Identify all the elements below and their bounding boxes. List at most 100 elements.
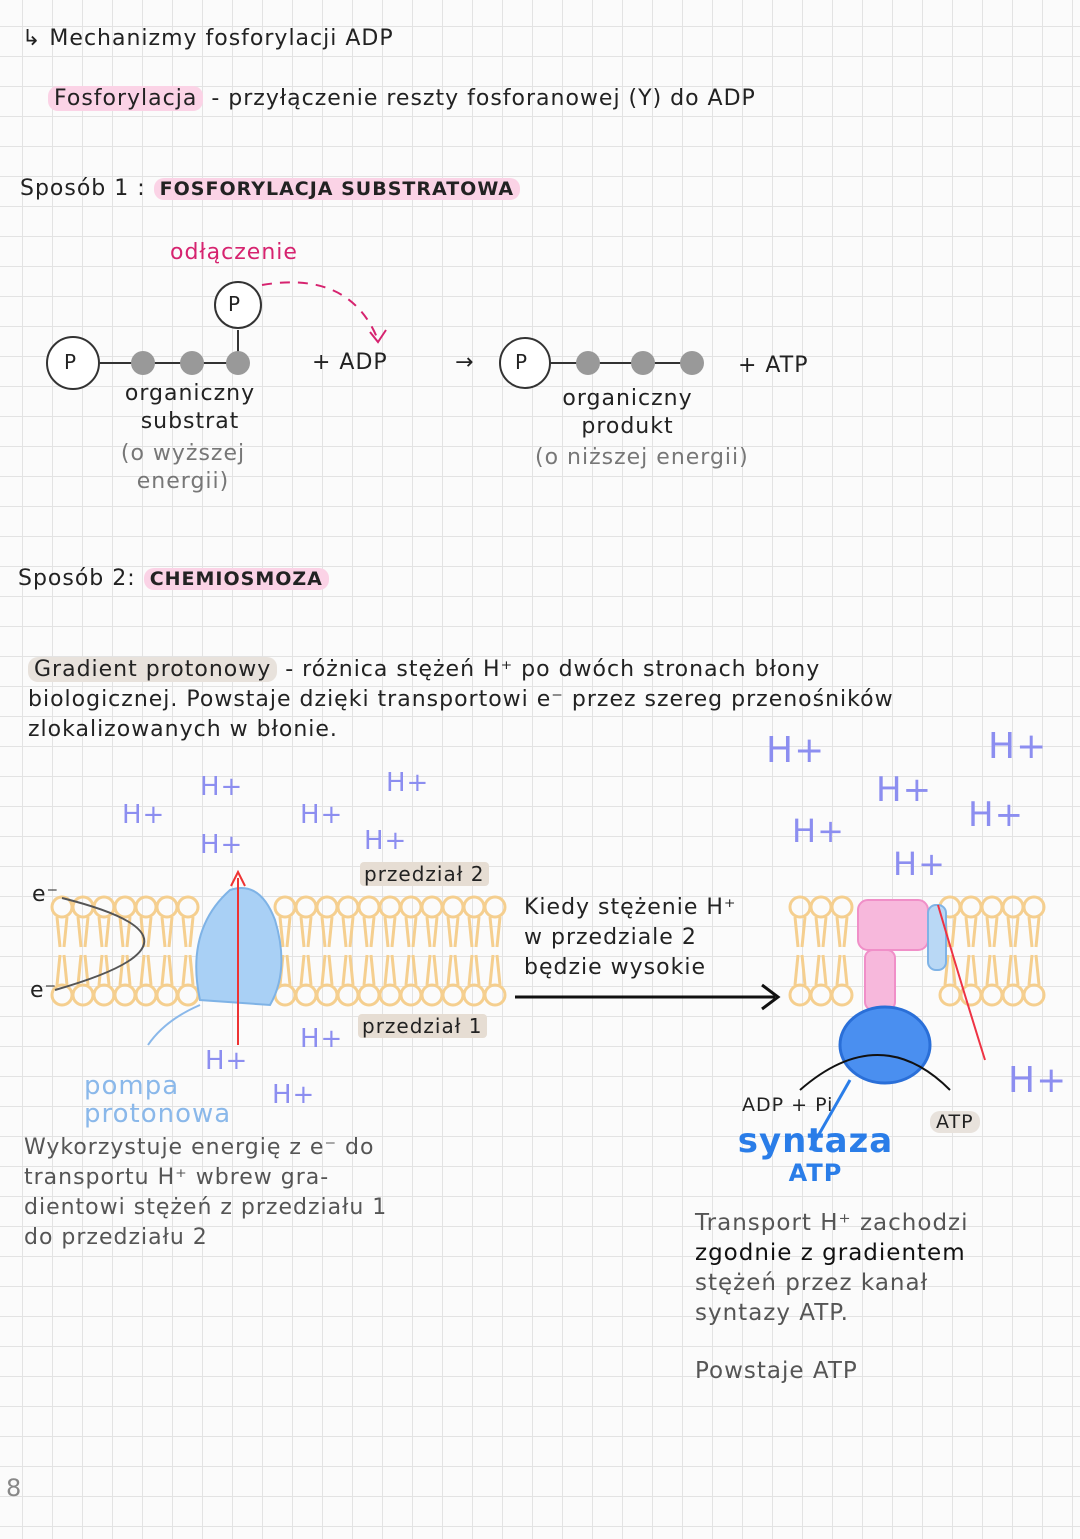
membrane <box>50 895 1046 1007</box>
lipid-tail <box>488 916 502 948</box>
lipid-tail <box>446 954 460 986</box>
definition-text: - przyłączenie reszty fosforanowej (Y) d… <box>211 86 756 111</box>
lipid-tail <box>835 916 849 948</box>
page-heading: ↳ Mechanizmy fosforylacji ADP <box>22 26 394 51</box>
lipid-tail <box>1006 954 1020 986</box>
lipid-head <box>113 983 137 1007</box>
proton-label: H+ <box>364 826 408 856</box>
synthase-label-line: syntaza <box>737 1121 894 1161</box>
lipid-head <box>134 895 158 919</box>
lipid-head <box>92 983 116 1007</box>
proton-label: H+ <box>876 770 933 810</box>
lipid-head <box>378 983 402 1007</box>
lipid-tail <box>97 916 111 948</box>
lipid-tail <box>55 916 69 948</box>
method-2-name: CHEMIOSMOZA <box>143 568 329 590</box>
lipid-head <box>357 895 381 919</box>
lipid-tail <box>793 954 807 986</box>
electron-label: e⁻ <box>32 882 60 907</box>
pump-desc-line: Wykorzystuje energię z e⁻ do <box>24 1135 375 1160</box>
method-1-name: FOSFORYLACJA SUBSTRATOWA <box>153 178 521 200</box>
compartment-2-label: przedział 2 <box>360 862 489 886</box>
synthase-label-line: ATP <box>788 1159 843 1187</box>
proton-label: H+ <box>386 768 430 798</box>
product-molecule <box>499 337 704 389</box>
definition-2: Gradient protonowy - różnica stężeń H⁺ p… <box>28 655 894 745</box>
lipid-tail <box>1027 916 1041 948</box>
atp-product-label: ATP <box>930 1111 980 1133</box>
pump-desc-line: do przedziału 2 <box>24 1225 208 1250</box>
proton-label: H+ <box>122 800 166 830</box>
proton-label: H+ <box>968 795 1025 835</box>
lipid-tail <box>341 916 355 948</box>
lipid-tail <box>985 916 999 948</box>
lipid-head <box>788 983 812 1007</box>
lipid-head <box>315 895 339 919</box>
phosphate-substrate: P <box>64 350 78 374</box>
method-2-label: Sposób 2: <box>18 566 136 591</box>
lipid-head <box>113 895 137 919</box>
lipid-tail <box>814 916 828 948</box>
lipid-head <box>809 983 833 1007</box>
lipid-tail <box>362 916 376 948</box>
lipid-tail <box>278 916 292 948</box>
lipid-tail <box>404 916 418 948</box>
definition-2-line: zlokalizowanych w błonie. <box>28 717 338 742</box>
synthase-label: syntaza ATP <box>728 1121 903 1189</box>
method-1: Sposób 1 : FOSFORYLACJA SUBSTRATOWA <box>20 176 521 201</box>
pump-label: pompa protonowa <box>84 1071 232 1129</box>
lipid-head <box>1001 895 1025 919</box>
lipid-tail <box>139 916 153 948</box>
atp-synthase-shape <box>838 899 947 1085</box>
lipid-tail <box>320 954 334 986</box>
lipid-head <box>176 895 200 919</box>
lipid-head <box>830 895 854 919</box>
lipid-tail <box>964 916 978 948</box>
condition-text: Kiedy stężenie H⁺ w przedziale 2 będzie … <box>524 893 737 983</box>
lipid-head <box>441 983 465 1007</box>
lipid-tail <box>404 954 418 986</box>
lipid-head <box>420 895 444 919</box>
lipid-head <box>336 983 360 1007</box>
lipid-tail <box>446 916 460 948</box>
result-text: Powstaje ATP <box>695 1358 858 1384</box>
lipid-head <box>71 983 95 1007</box>
term-gradient: Gradient protonowy <box>28 657 278 682</box>
electron-label: e⁻ <box>30 978 58 1003</box>
detach-label: odłączenie <box>170 240 298 265</box>
pump-desc-line: transportu H⁺ wbrew gra- <box>24 1165 330 1190</box>
transport-desc-line: stężeń przez kanał <box>695 1270 929 1296</box>
proton-label: H+ <box>1008 1060 1068 1101</box>
definition-2-line: biologicznej. Powstaje dzięki transporto… <box>28 687 894 712</box>
product-label: organiczny produkt <box>562 386 693 439</box>
phosphate-detached: P <box>228 292 242 316</box>
lipid-head <box>357 983 381 1007</box>
lipid-tail <box>793 916 807 948</box>
pump-description: Wykorzystuje energię z e⁻ do transportu … <box>24 1133 387 1253</box>
lipid-head <box>1001 983 1025 1007</box>
lipid-head <box>441 895 465 919</box>
transport-desc-line: Transport H⁺ zachodzi <box>695 1210 969 1236</box>
proton-label: H+ <box>272 1080 316 1110</box>
lipid-head <box>378 895 402 919</box>
proton-label: H+ <box>766 730 826 771</box>
lipid-tail <box>1027 954 1041 986</box>
transport-desc-line: zgodnie z gradientem <box>695 1240 966 1266</box>
lipid-tail <box>814 954 828 986</box>
lipid-tail <box>299 954 313 986</box>
lipid-tail <box>160 954 174 986</box>
condition-line: w przedziale 2 <box>524 925 697 950</box>
proton-label: H+ <box>893 845 946 883</box>
proton-label: H+ <box>200 772 244 802</box>
plus-atp: + ATP <box>738 353 809 378</box>
lipid-head <box>71 895 95 919</box>
lipid-tail <box>835 954 849 986</box>
lipid-head <box>483 895 507 919</box>
lipid-tail <box>76 916 90 948</box>
lipid-tail <box>118 954 132 986</box>
term-fosforylacja: Fosforylacja <box>48 86 204 111</box>
substrate-molecule <box>46 281 262 390</box>
proton-label: H+ <box>300 1024 344 1054</box>
lipid-tail <box>362 954 376 986</box>
pump-desc-line: dientowi stężeń z przedziału 1 <box>24 1195 388 1220</box>
